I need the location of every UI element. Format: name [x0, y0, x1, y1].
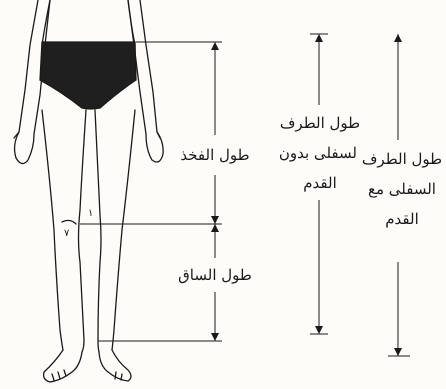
left-knee-line — [62, 220, 76, 224]
right-leg-outer — [112, 110, 135, 350]
lower-limb-without-foot-label: طول الطرف السفلى بدون القدم — [272, 108, 368, 198]
left-leg-inner — [79, 110, 87, 352]
left-leg-outer — [42, 110, 63, 350]
arrowhead-with-foot-bottom — [394, 348, 402, 356]
thigh-length-label: طول الفخذ — [178, 140, 252, 170]
left-hand — [15, 132, 34, 164]
arrowhead-thigh-bottom — [211, 216, 219, 224]
shank-length-label: طول الساق — [178, 260, 252, 290]
arrowhead-shank-bottom — [211, 333, 219, 341]
knee-mark-2: ٧ — [64, 228, 69, 239]
without-foot-line-2: السفلى بدون — [272, 138, 368, 168]
without-foot-line-3: القدم — [272, 168, 368, 198]
briefs — [40, 42, 136, 109]
with-foot-line-1: طول الطرف — [358, 144, 446, 174]
with-foot-line-3: القدم — [358, 204, 446, 234]
arrowhead-with-foot-top — [394, 34, 402, 42]
with-foot-line-2: السفلى مع — [358, 174, 446, 204]
left-foot — [44, 350, 82, 382]
arrowhead-shank-top — [211, 224, 219, 232]
without-foot-line-1: طول الطرف — [272, 108, 368, 138]
torso-outline — [42, 0, 135, 45]
knee-mark-1: ١ — [88, 208, 93, 219]
right-hand — [146, 132, 163, 162]
right-leg-inner — [95, 110, 101, 352]
lower-limb-with-foot-label: طول الطرف السفلى مع القدم — [358, 144, 446, 234]
arrowhead-thigh-top — [211, 42, 219, 50]
arrowhead-without-foot-bottom — [315, 326, 323, 334]
arrowhead-without-foot-top — [315, 34, 323, 42]
